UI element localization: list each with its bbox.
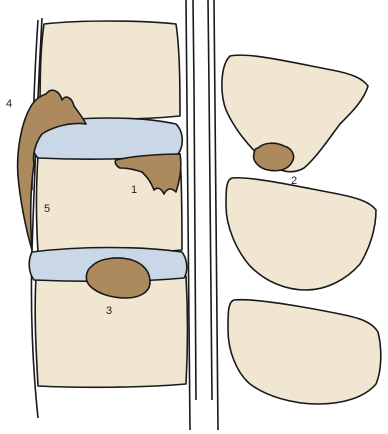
posterior-element-middle [226, 178, 376, 290]
posterior-element-upper [222, 55, 368, 172]
lesion-2 [254, 143, 294, 171]
posterior-elements [222, 55, 381, 404]
label-5: 5 [44, 203, 50, 215]
label-1: 1 [131, 184, 137, 196]
spinal-cord-body [186, 0, 218, 430]
vertebral-bodies [35, 21, 187, 387]
label-3: 3 [106, 305, 112, 317]
label-2: 2 [291, 175, 297, 187]
spinal-cord [186, 0, 218, 430]
label-4: 4 [6, 98, 12, 110]
posterior-element-lower [228, 300, 381, 404]
